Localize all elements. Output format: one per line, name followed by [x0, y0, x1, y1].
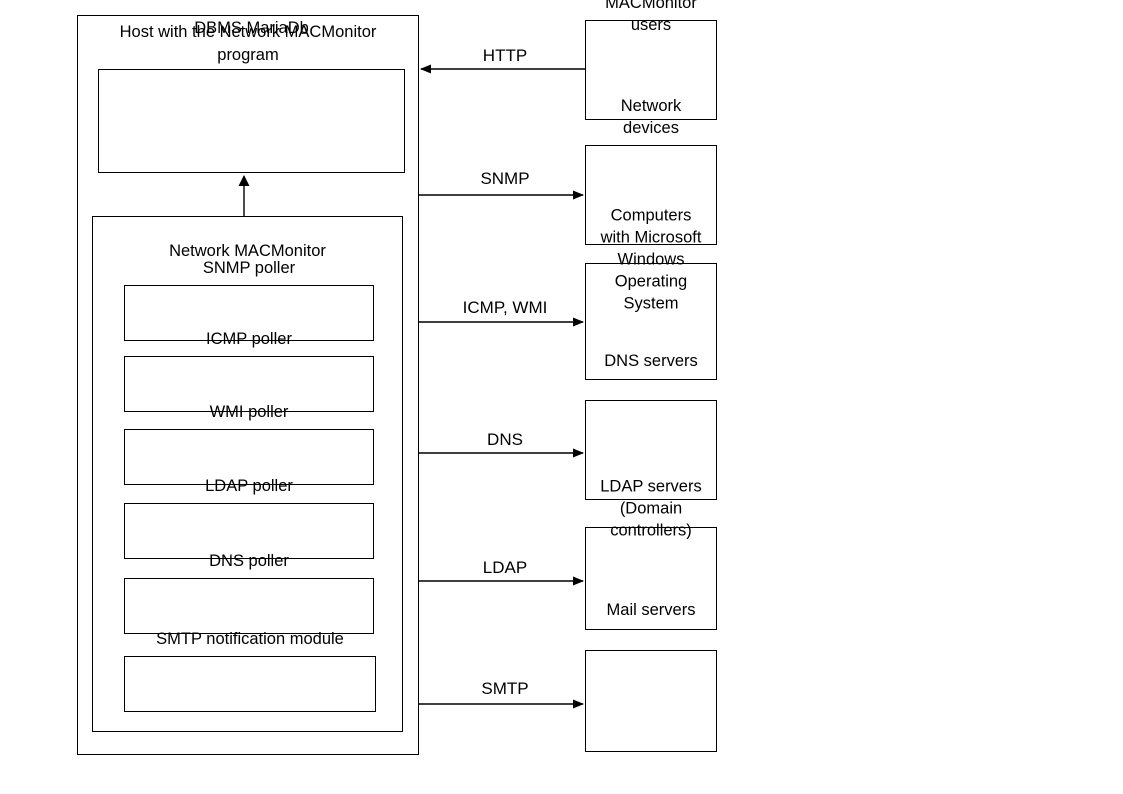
connector-label-http: HTTP: [482, 46, 528, 65]
external-box-dns-servers: [585, 400, 717, 500]
module-box-smtp-notification-module: [124, 656, 376, 712]
program-box: [92, 216, 403, 732]
external-label-dns-servers: DNS servers: [604, 352, 698, 370]
module-label-wmi-poller: WMI poller: [209, 403, 289, 421]
external-box-ldap-servers: [585, 527, 717, 630]
module-label-snmp-poller: SNMP poller: [202, 259, 296, 277]
external-box-network-macmonitor-users: [585, 20, 717, 120]
connector-label-icmp-wmi: ICMP, WMI: [462, 298, 548, 317]
external-label-network-devices: Network devices: [620, 97, 682, 137]
external-label-ldap-servers: LDAP servers (Domain controllers): [600, 477, 702, 540]
dbms-box: [98, 69, 405, 173]
module-label-dns-poller: DNS poller: [209, 552, 289, 570]
external-box-windows-computers: [585, 263, 717, 380]
module-box-ldap-poller: [124, 503, 374, 559]
external-label-mail-servers: Mail servers: [606, 601, 696, 619]
module-box-icmp-poller: [124, 356, 374, 412]
connector-label-snmp: SNMP: [480, 169, 530, 188]
connector-label-smtp: SMTP: [481, 679, 529, 698]
dbms-box-label: DBMS MariaDb: [194, 19, 309, 37]
module-label-icmp-poller: ICMP poller: [206, 330, 292, 348]
module-box-wmi-poller: [124, 429, 374, 485]
module-box-dns-poller: [124, 578, 374, 634]
module-box-snmp-poller: [124, 285, 374, 341]
external-box-network-devices: [585, 145, 717, 245]
program-box-title: Network MACMonitor: [169, 242, 326, 260]
external-box-mail-servers: [585, 650, 717, 752]
host-box-title: Host with the Network MACMonitor program: [119, 23, 377, 64]
connector-label-dns: DNS: [487, 430, 523, 449]
connector-label-ldap: LDAP: [482, 558, 528, 577]
module-label-smtp-notification-module: SMTP notification module: [156, 630, 344, 648]
external-label-windows-computers: Computers with Microsoft Windows Operati…: [600, 206, 702, 313]
external-label-network-macmonitor-users: Network MACMonitor users: [605, 0, 697, 34]
module-label-ldap-poller: LDAP poller: [205, 477, 293, 495]
host-box: [77, 15, 419, 755]
